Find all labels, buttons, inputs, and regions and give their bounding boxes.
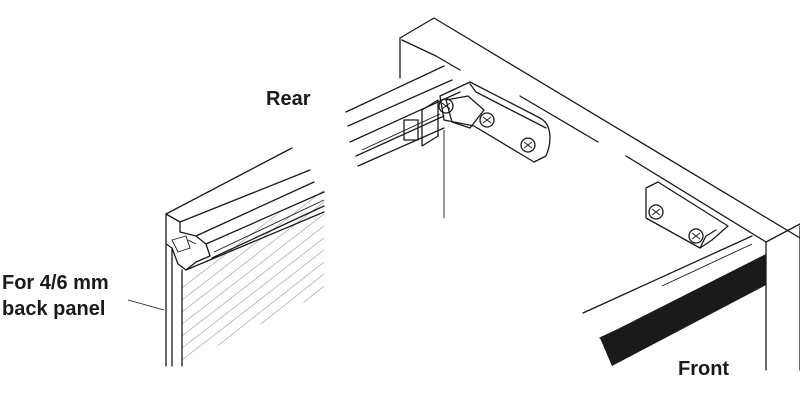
cabinet-side-panel: [399, 17, 800, 371]
screw-icon: [438, 98, 454, 114]
screw-icon: [520, 137, 536, 153]
panel-hatching: [182, 186, 324, 364]
rear-label: Rear: [266, 88, 311, 110]
back-panel-leader-line: [127, 299, 165, 311]
back-panel-label: For 4/6 mm back panel: [2, 270, 109, 322]
front-edge-strip: [600, 254, 766, 366]
screw-icon: [479, 112, 495, 128]
front-bracket: [645, 181, 729, 249]
front-rail: [582, 235, 767, 366]
front-label: Front: [678, 358, 730, 380]
screw-icon: [688, 228, 704, 244]
screw-icon: [648, 204, 664, 220]
back-panel-profile: [165, 147, 325, 367]
back-panel-label-line1: For 4/6 mm: [2, 272, 109, 294]
back-panel-label-line2: back panel: [2, 298, 106, 320]
rear-bracket: [438, 81, 551, 163]
